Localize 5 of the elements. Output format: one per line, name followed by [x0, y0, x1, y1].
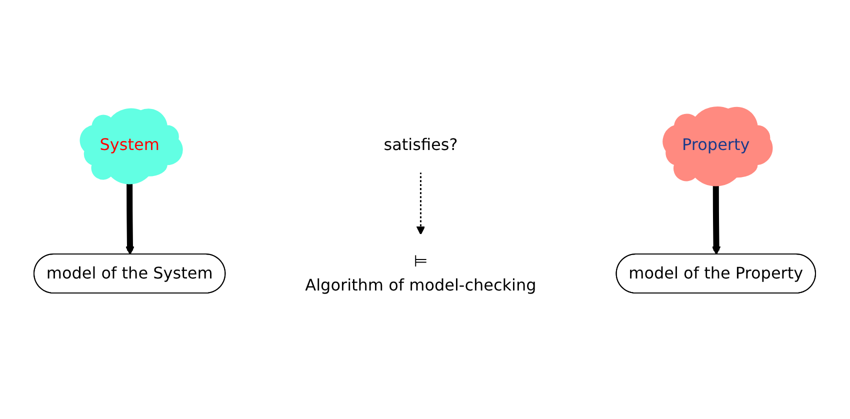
node-text: ⊨ Algorithm of model-checking — [305, 251, 537, 294]
arrow — [712, 184, 721, 255]
arrow — [126, 182, 135, 255]
node-text: satisfies? — [384, 134, 458, 154]
arrow — [416, 172, 426, 235]
